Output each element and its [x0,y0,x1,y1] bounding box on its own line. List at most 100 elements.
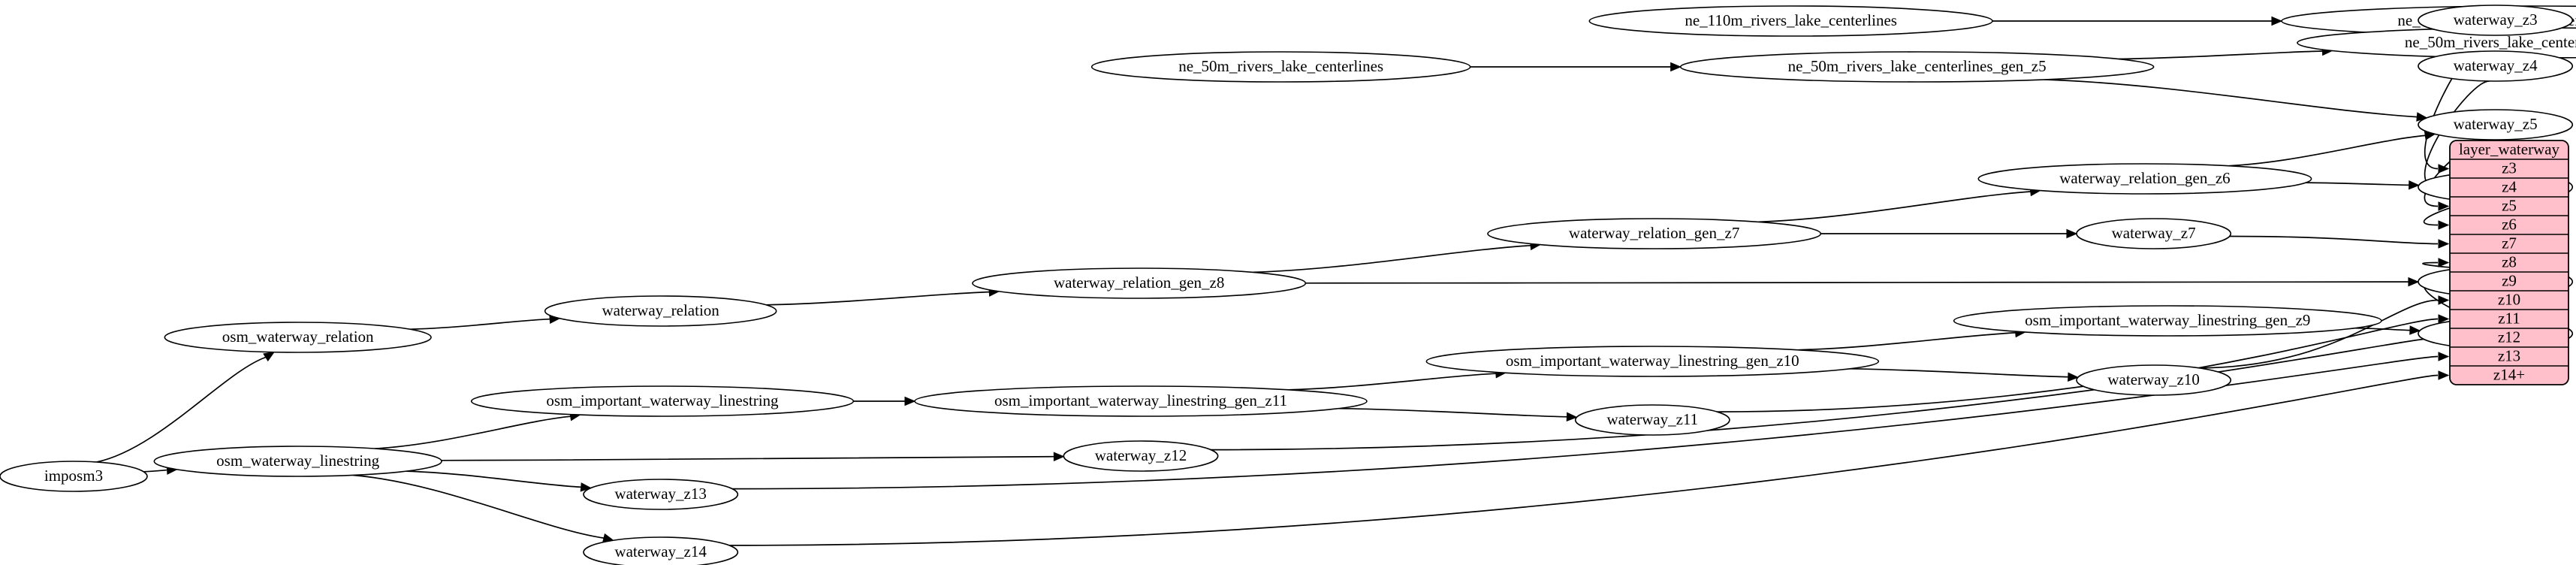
edge-arrow-waterway_z14 [2438,370,2450,380]
table-row-z12[interactable]: z12 [2450,328,2568,346]
node-osm_important_waterway_linestring[interactable]: osm_important_waterway_linestring [470,385,855,417]
layer-waterway-table[interactable] [2449,140,2569,385]
node-waterway_relation_gen_z8[interactable]: waterway_relation_gen_z8 [972,267,1307,299]
node-label-waterway_z14: waterway_z14 [614,542,707,560]
node-waterway_z5[interactable]: waterway_z5 [2418,109,2574,140]
node-label-waterway_z7: waterway_z7 [2112,224,2196,242]
node-waterway_z13[interactable]: waterway_z13 [583,479,739,510]
edge-arrow-waterway_z12 [1053,452,1065,461]
table-row-z7[interactable]: z7 [2450,234,2568,252]
node-osm_waterway_relation[interactable]: osm_waterway_relation [164,322,432,353]
node-waterway_z7[interactable]: waterway_z7 [2076,218,2232,249]
node-label-imposm3: imposm3 [44,467,103,485]
node-ne_50m_rivers_lake_centerlines_gen_z5[interactable]: ne_50m_rivers_lake_centerlines_gen_z5 [1679,51,2155,83]
node-imposm3[interactable]: imposm3 [0,461,148,492]
table-row-z4[interactable]: z4 [2450,177,2568,195]
node-label-ne_50m_rivers_lake_centerlines_gen_z4: ne_50m_rivers_lake_centerlines_gen_z4 [2405,33,2576,51]
edge-waterway_z12-to-table-z12 [1211,337,2439,451]
node-osm_important_waterway_linestring_gen_z10[interactable]: osm_important_waterway_linestring_gen_z1… [1425,346,1880,377]
edge-arrow-ne_110m_rivers_lake_centerlines_gen_z3 [2271,16,2283,26]
node-shape-ne_110m_rivers_lake_centerlines [1588,5,1993,37]
edge-arrow-waterway_z6 [2438,220,2450,230]
node-waterway_relation_gen_z7[interactable]: waterway_relation_gen_z7 [1487,218,1822,249]
node-shape-waterway_z4 [2418,50,2574,82]
edge-waterway_relation-to-waterway_relation_gen_z8 [766,291,990,306]
edge-arrow-waterway_z8 [2408,276,2420,287]
edge-arrow-ne_50m_rivers_lake_centerlines_gen_z5 [1670,62,1682,72]
node-shape-waterway_z10 [2076,364,2232,396]
node-label-osm_important_waterway_linestring_gen_z11: osm_important_waterway_linestring_gen_z1… [994,391,1287,409]
node-label-ne_110m_rivers_lake_centerlines: ne_110m_rivers_lake_centerlines [1685,11,1897,29]
node-shape-waterway_z3 [2418,5,2574,36]
node-waterway_relation_gen_z6[interactable]: waterway_relation_gen_z6 [1977,163,2312,195]
node-label-waterway_z10: waterway_z10 [2107,370,2199,388]
node-ne_110m_rivers_lake_centerlines[interactable]: ne_110m_rivers_lake_centerlines [1588,5,1993,37]
node-shape-waterway_z13 [583,479,739,510]
edge-waterway_relation_gen_z6-to-waterway_z6 [2306,182,2409,186]
table-row-z13[interactable]: z13 [2450,346,2568,364]
table-layer: layer_waterwayz3z4z5z6z7z8z9z10z11z12z13… [2449,140,2569,385]
edge-imposm3-to-osm_waterway_linestring [143,469,168,473]
node-shape-waterway_relation_gen_z6 [1977,163,2312,195]
table-cell-label: z9 [2502,271,2517,289]
edge-arrow-waterway_z8 [2438,258,2450,267]
node-osm_waterway_linestring[interactable]: osm_waterway_linestring [153,446,442,477]
node-shape-osm_important_waterway_linestring_gen_z10 [1425,346,1880,377]
table-row-z11[interactable]: z11 [2450,309,2568,327]
node-shape-waterway_relation [544,295,777,327]
node-waterway_z14[interactable]: waterway_z14 [583,536,739,565]
node-label-waterway_relation: waterway_relation [602,301,720,319]
node-waterway_relation[interactable]: waterway_relation [544,295,777,327]
edge-arrow-waterway_z10 [2068,372,2080,382]
node-osm_important_waterway_linestring_gen_z9[interactable]: osm_important_waterway_linestring_gen_z9 [1953,305,2382,337]
node-label-osm_waterway_linestring: osm_waterway_linestring [216,452,379,470]
node-label-ne_50m_rivers_lake_centerlines_gen_z5: ne_50m_rivers_lake_centerlines_gen_z5 [1788,57,2047,75]
node-label-osm_important_waterway_linestring_gen_z9: osm_important_waterway_linestring_gen_z9 [2025,311,2310,329]
edge-arrow-osm_waterway_relation [263,352,275,362]
table-row-z3[interactable]: z3 [2502,159,2517,177]
node-shape-osm_important_waterway_linestring_gen_z11 [914,385,1368,417]
edge-arrow-waterway_z11 [1566,412,1578,422]
edge-arrow-waterway_z7 [2066,228,2078,239]
node-waterway_z12[interactable]: waterway_z12 [1063,440,1219,472]
table-row-z9[interactable]: z9 [2450,271,2568,289]
node-osm_important_waterway_linestring_gen_z11[interactable]: osm_important_waterway_linestring_gen_z1… [914,385,1368,417]
edge-osm_waterway_linestring-to-osm_important_waterway_linestring [375,415,571,449]
edge-arrow-waterway_z10 [2438,295,2450,305]
node-waterway_z10[interactable]: waterway_z10 [2076,364,2232,396]
edge-imposm3-to-osm_waterway_relation [96,356,267,463]
node-shape-waterway_z14 [583,536,739,565]
node-shape-osm_important_waterway_linestring [470,385,855,417]
table-cell-label: z4 [2502,177,2517,195]
edge-arrow-waterway_z13 [580,482,592,492]
node-shape-ne_50m_rivers_lake_centerlines [1090,51,1471,83]
node-shape-waterway_relation_gen_z8 [972,267,1307,299]
node-ne_50m_rivers_lake_centerlines[interactable]: ne_50m_rivers_lake_centerlines [1090,51,1471,83]
edge-ne_50m_rivers_lake_centerlines_gen_z5-to-ne_50m_rivers_lake_centerlines_gen_z4 [2119,50,2323,60]
node-label-waterway_relation_gen_z6: waterway_relation_gen_z6 [2059,169,2230,187]
table-row-z6[interactable]: z6 [2450,215,2568,233]
node-waterway_z3[interactable]: waterway_z3 [2418,5,2574,36]
edge-waterway_z7-to-table-z7 [2229,235,2439,245]
edge-arrow-osm_important_waterway_linestring_gen_z11 [904,396,916,406]
edge-osm_important_waterway_linestring_gen_z10-to-waterway_z10 [1849,367,2068,378]
node-shape-waterway_z7 [2076,218,2232,249]
edge-osm_important_waterway_linestring_gen_z11-to-osm_important_waterway_linestring_gen_z10 [1287,373,1496,391]
table-row-z14plus[interactable]: z14+ [2450,365,2568,383]
node-shape-ne_50m_rivers_lake_centerlines_gen_z5 [1679,51,2155,83]
node-label-waterway_z3: waterway_z3 [2454,11,2538,29]
node-label-osm_important_waterway_linestring_gen_z10: osm_important_waterway_linestring_gen_z1… [1506,352,1799,370]
node-waterway_z4[interactable]: waterway_z4 [2418,50,2574,82]
edge-osm_important_waterway_linestring_gen_z9-to-waterway_z9 [2354,327,2411,331]
node-shape-waterway_z5 [2418,109,2574,140]
table-row-z8[interactable]: z8 [2450,252,2568,270]
edge-arrow-waterway_z5 [2416,112,2428,122]
node-waterway_z11[interactable]: waterway_z11 [1574,404,1730,436]
node-label-ne_50m_rivers_lake_centerlines: ne_50m_rivers_lake_centerlines [1178,57,1383,75]
edge-ne_50m_rivers_lake_centerlines_gen_z5-to-waterway_z5 [2044,79,2418,118]
node-label-osm_important_waterway_linestring: osm_important_waterway_linestring [546,391,779,409]
edge-osm_important_waterway_linestring_gen_z10-to-osm_important_waterway_linestring_gen_z9 [1798,332,2016,351]
table-row-z5[interactable]: z5 [2450,196,2568,214]
table-row-z10[interactable]: z10 [2450,290,2568,308]
